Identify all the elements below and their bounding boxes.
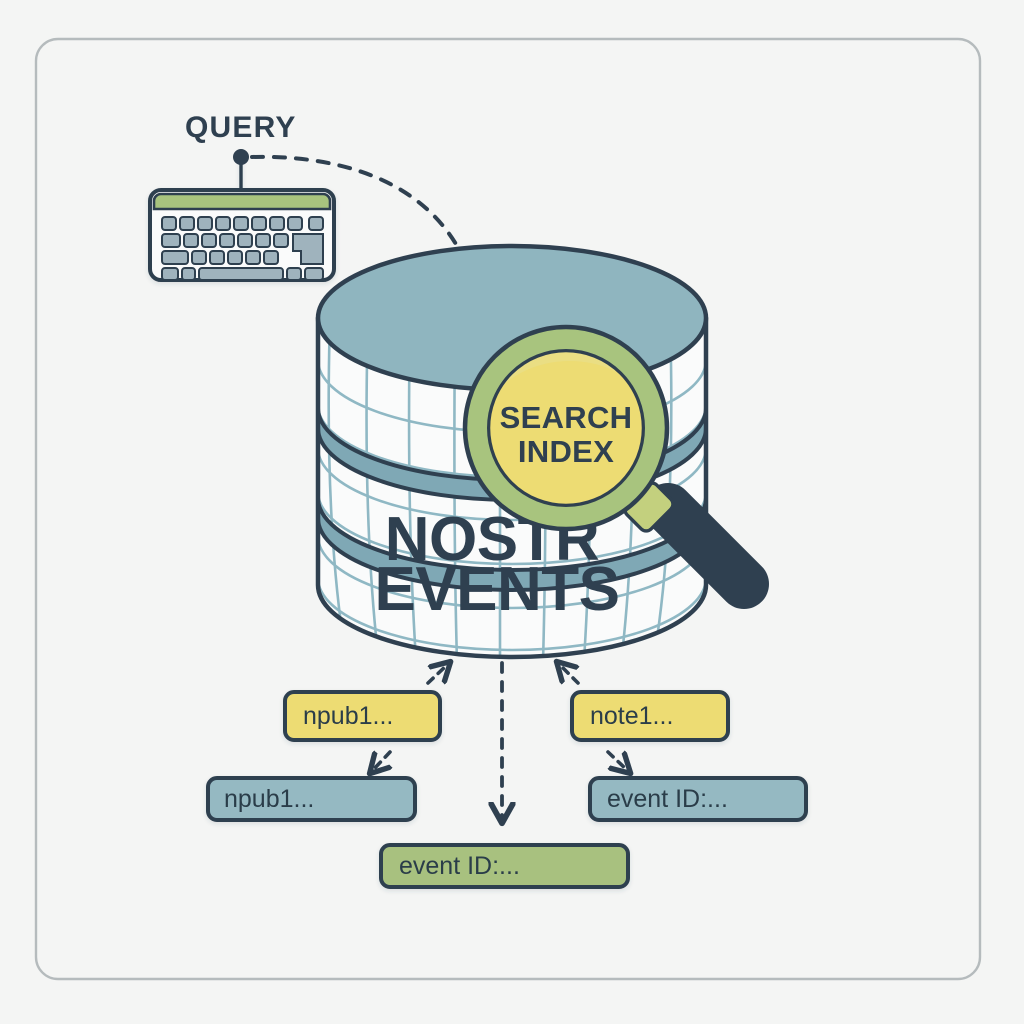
output-box-note-yellow-label: note1... <box>590 702 673 730</box>
search-index-label-line2: INDEX <box>518 434 614 469</box>
output-box-eventid-green[interactable]: event ID:... <box>379 843 630 889</box>
database-band-lower <box>318 497 706 592</box>
magnifier-handle <box>643 483 769 609</box>
query-label: QUERY <box>185 111 297 144</box>
keyboard-keys <box>161 216 324 281</box>
database-outline <box>315 315 709 660</box>
query-origin-dot <box>233 149 249 165</box>
output-box-npub-blue[interactable]: npub1... <box>206 776 417 822</box>
output-box-eventid-blue-shape <box>588 776 808 822</box>
arrow-db-to-note <box>560 665 580 685</box>
output-box-npub-yellow-shape <box>283 690 442 742</box>
magnifier-lens <box>488 350 644 506</box>
output-box-npub-yellow[interactable]: npub1... <box>283 690 442 742</box>
magnifier-rim-outer-edge <box>462 324 670 532</box>
keyboard-top-strip <box>152 192 332 211</box>
search-index-label-line1: SEARCH <box>500 400 633 435</box>
output-box-note-yellow[interactable]: note1... <box>570 690 730 742</box>
output-box-npub-yellow-label: npub1... <box>303 702 393 730</box>
arrow-db-to-npub <box>426 665 447 685</box>
output-box-note-yellow-shape <box>570 690 730 742</box>
arrow-npub-to-npub <box>373 750 390 770</box>
database-title-line2: EVENTS <box>374 555 619 624</box>
magnifier-lens-edge <box>485 347 647 509</box>
output-box-eventid-green-label: event ID:... <box>399 852 520 880</box>
output-box-npub-blue-label: npub1... <box>224 785 314 813</box>
magnifier-rim <box>465 327 667 529</box>
output-box-eventid-blue[interactable]: event ID:... <box>588 776 808 822</box>
query-to-database-arrow <box>250 154 470 270</box>
search-index-magnifier: SEARCH INDEX <box>462 324 769 609</box>
diagram-frame <box>34 37 982 981</box>
output-box-eventid-blue-label: event ID:... <box>607 785 728 813</box>
output-box-eventid-green-shape <box>379 843 630 889</box>
output-box-npub-blue-shape <box>206 776 417 822</box>
keyboard-icon <box>148 155 336 282</box>
arrow-note-to-eventid <box>606 750 627 770</box>
